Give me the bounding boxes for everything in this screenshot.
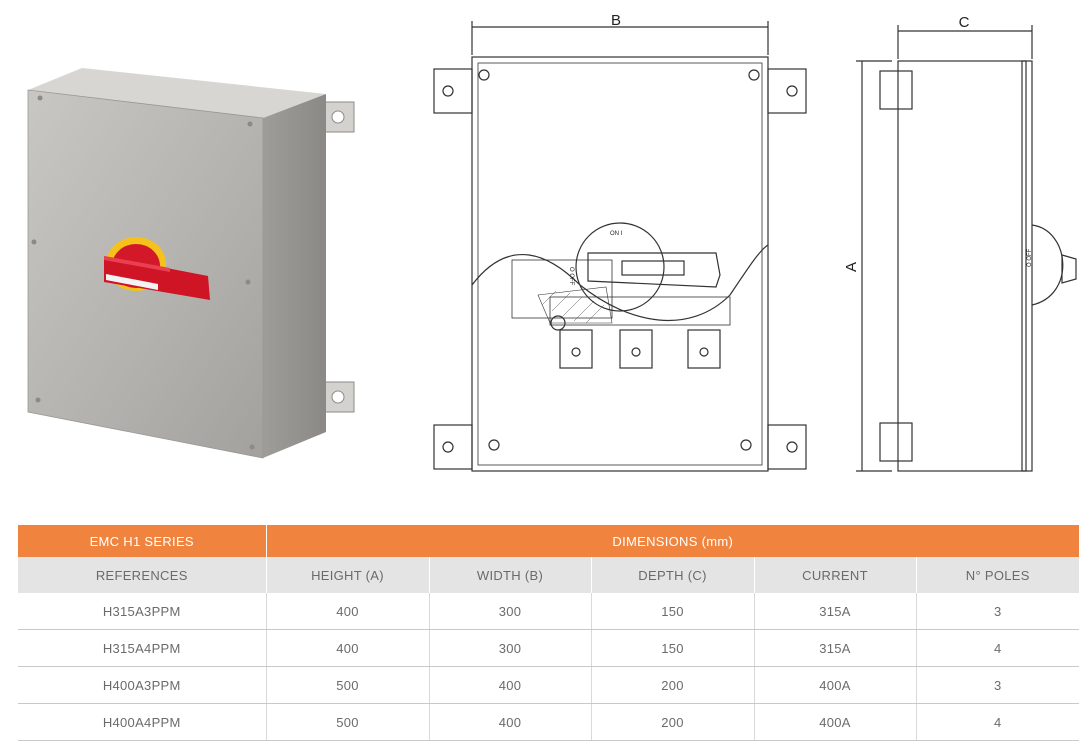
column-header: REFERENCES [18,557,267,593]
table-cell: 150 [591,629,755,667]
column-header: CURRENT [754,557,917,593]
table-cell: H315A3PPM [18,593,267,630]
table-cell: 400A [754,703,917,741]
table-cell: 200 [591,666,755,704]
dimensions-table: EMC H1 SERIES DIMENSIONS (mm) REFERENCES… [18,525,1080,741]
switch-on-label: ON I [610,231,623,237]
switch-off-label: O OFF [568,267,574,286]
table-cell: 3 [916,593,1080,630]
table-cell: 300 [429,593,592,630]
dimension-c-label: C [959,14,970,31]
series-header: EMC H1 SERIES [18,525,267,557]
side-off-label: O OFF [1027,248,1033,267]
dimension-b-label: B [611,12,621,29]
dimension-a-label: A [843,262,860,272]
table-cell: 315A [754,593,917,630]
column-header: HEIGHT (A) [266,557,430,593]
table-row: H400A4PPM 500 400 200 400A 4 [18,703,1080,741]
table-cell: 3 [916,666,1080,704]
column-header: N° POLES [916,557,1080,593]
column-header: WIDTH (B) [429,557,592,593]
front-view-drawing: B ON I O OFF [433,12,807,472]
table-row: H315A3PPM 400 300 150 315A 3 [18,593,1080,630]
table-cell: 4 [916,703,1080,741]
table-cell: H400A4PPM [18,703,267,741]
table-cell: H400A3PPM [18,666,267,704]
table-row: H400A3PPM 500 400 200 400A 3 [18,666,1080,704]
table-row: H315A4PPM 400 300 150 315A 4 [18,629,1080,667]
table-cell: 4 [916,629,1080,667]
side-view-drawing: C A O OFF [843,14,1077,472]
dimensions-header: DIMENSIONS (mm) [266,525,1080,557]
table-cell: 400 [429,666,592,704]
table-cell: 400 [266,593,430,630]
table-cell: 200 [591,703,755,741]
mounting-bracket [321,101,355,413]
table-cell: 315A [754,629,917,667]
table-cell: 400 [429,703,592,741]
table-cell: 500 [266,666,430,704]
table-column-header: REFERENCES HEIGHT (A) WIDTH (B) DEPTH (C… [18,557,1080,593]
table-cell: 150 [591,593,755,630]
table-cell: H315A4PPM [18,629,267,667]
column-header: DEPTH (C) [591,557,755,593]
product-photo [27,68,355,459]
table-cell: 400A [754,666,917,704]
table-cell: 300 [429,629,592,667]
table-cell: 400 [266,629,430,667]
rotary-handle [104,237,210,300]
table-group-header: EMC H1 SERIES DIMENSIONS (mm) [18,525,1080,557]
table-cell: 500 [266,703,430,741]
